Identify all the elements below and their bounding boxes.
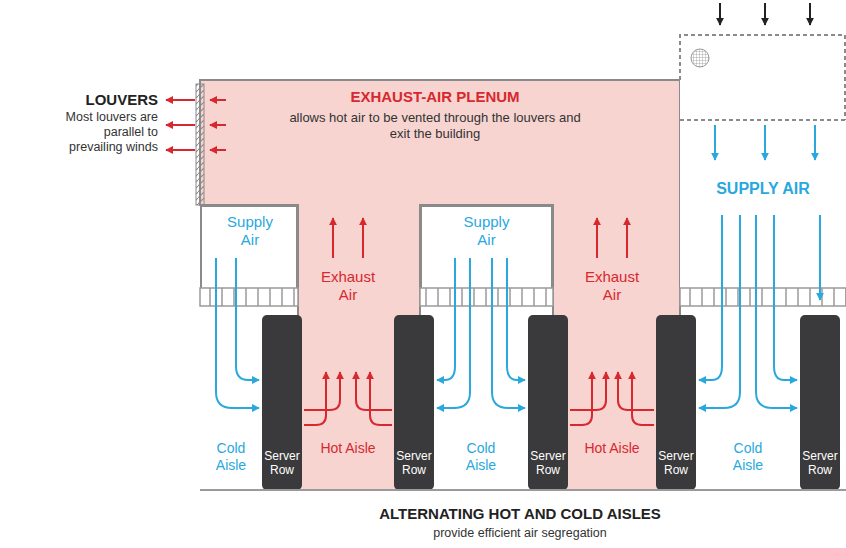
region-label: SUPPLY AIR bbox=[683, 179, 843, 198]
cold-air-arrow bbox=[216, 125, 820, 408]
text-block: Server Row bbox=[528, 450, 568, 478]
server-label: Server Row bbox=[528, 450, 568, 478]
text-block: Server Row bbox=[800, 450, 840, 478]
region-note: allows hot air to be vented through the … bbox=[285, 110, 585, 143]
text-block: Supply Air bbox=[202, 213, 298, 249]
server-label: Server Row bbox=[800, 450, 840, 478]
server-row: Server Row bbox=[262, 315, 302, 490]
aisle-label: Hot Aisle bbox=[320, 440, 376, 457]
air-label: Exhaust Air bbox=[580, 268, 644, 304]
server-row: Server Row bbox=[394, 315, 434, 490]
plenum-shape bbox=[200, 80, 680, 490]
server-row: Server Row bbox=[800, 315, 840, 490]
air-label: Exhaust Air bbox=[316, 268, 380, 304]
supply-tower: SUPPLY AIR bbox=[680, 35, 846, 306]
server-label: Server Row bbox=[394, 450, 434, 478]
aisle-label: Cold Aisle bbox=[720, 440, 776, 474]
caption-note: provide efficient air segregation bbox=[310, 526, 730, 541]
vent-arrow bbox=[166, 100, 226, 150]
tower-outline bbox=[680, 35, 845, 120]
intake-arrow bbox=[720, 3, 810, 25]
text-block: Server Row bbox=[656, 450, 696, 478]
hot-air-arrow bbox=[304, 218, 654, 425]
text-block: Server Row bbox=[394, 450, 434, 478]
caption: ALTERNATING HOT AND COLD AISLES bbox=[270, 505, 770, 523]
floor-line bbox=[200, 489, 846, 491]
server-label: Server Row bbox=[262, 450, 302, 478]
text-block: EXHAUST-AIR PLENUM allows hot air to be v… bbox=[235, 88, 635, 142]
server-label: Server Row bbox=[656, 450, 696, 478]
louver-note: Most louvers are parallel to prevailing … bbox=[60, 110, 158, 155]
intake-fan bbox=[691, 49, 709, 67]
aisle-label: Hot Aisle bbox=[584, 440, 640, 457]
text-block: Supply Air bbox=[422, 213, 551, 249]
server-row: Server Row bbox=[528, 315, 568, 490]
region-label: Supply Air bbox=[220, 213, 280, 249]
aisle-label: Cold Aisle bbox=[203, 440, 259, 474]
text-block: SUPPLY AIR bbox=[680, 179, 846, 198]
floor-grille bbox=[200, 288, 846, 306]
region-label: Supply Air bbox=[457, 213, 517, 249]
louver-hatch bbox=[196, 84, 204, 205]
region-title: EXHAUST-AIR PLENUM bbox=[235, 88, 635, 107]
louver-title: LOUVERS bbox=[60, 91, 158, 109]
tower-divider bbox=[680, 119, 846, 121]
server-row: Server Row bbox=[656, 315, 696, 490]
aisle-label: Cold Aisle bbox=[453, 440, 509, 474]
text-block: Server Row bbox=[262, 450, 302, 478]
